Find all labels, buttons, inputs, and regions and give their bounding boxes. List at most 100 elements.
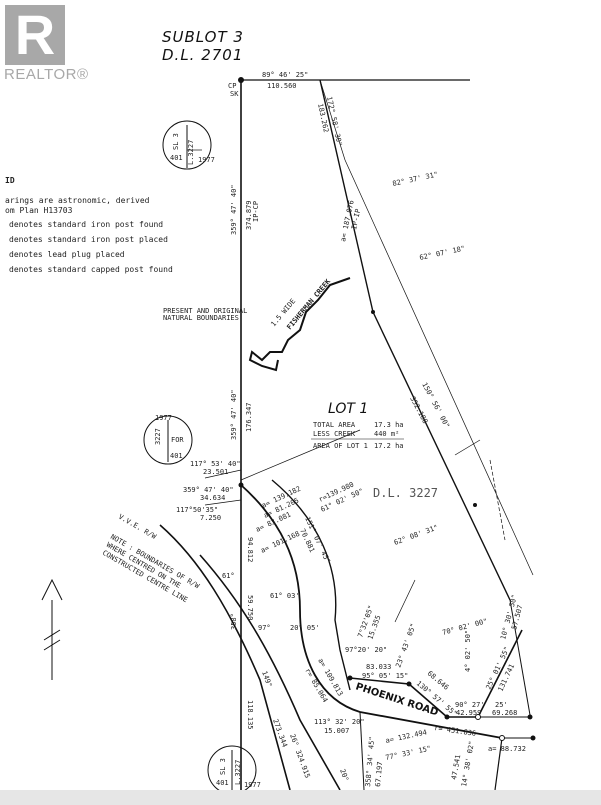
footer-bar xyxy=(0,790,601,805)
road-south-line xyxy=(199,554,341,791)
dim-label: 358° xyxy=(230,613,238,630)
seal-text: FOR xyxy=(171,436,184,444)
post-marker xyxy=(499,735,505,741)
dim-label: SK xyxy=(230,90,239,98)
dim-label: 113° 32' 20" xyxy=(314,718,365,726)
dim-label: IP-CP xyxy=(252,201,260,222)
dim-label: 20° 05' xyxy=(290,624,320,632)
hatch-3 xyxy=(489,459,506,541)
dim-label: 82° 37' 31" xyxy=(392,170,439,187)
road-segment-7 xyxy=(494,737,503,791)
seal-text: 1977 xyxy=(244,781,261,789)
survey-markers xyxy=(238,77,536,741)
seal-text: 1977 xyxy=(198,156,215,164)
dim-label: 97°20' 20" xyxy=(345,646,387,654)
road-segment-4 xyxy=(477,629,523,718)
dim-label: 374.879 xyxy=(245,200,253,230)
hatch-2 xyxy=(454,439,481,456)
dim-label: 69.268 xyxy=(492,709,517,717)
dim-label: 95° 05' 15" xyxy=(362,672,408,680)
road-rw-label: V.V.E. R/W xyxy=(117,513,158,541)
dim-label: 23° 43' 05" xyxy=(394,622,417,668)
dim-label: a= 132.494 xyxy=(385,728,428,745)
total-area-label: TOTAL AREA xyxy=(313,421,356,429)
dim-label: 352.188 xyxy=(408,395,429,425)
total-area-value: 17.3 ha xyxy=(374,421,404,429)
area-table: TOTAL AREA 17.3 ha LESS CREEK 440 m² ARE… xyxy=(311,421,404,450)
dim-label: 15.007 xyxy=(324,727,349,735)
road-segment-1 xyxy=(349,677,410,685)
dim-label: 67.197 xyxy=(374,761,384,787)
post-marker xyxy=(238,77,244,83)
road-segment-2 xyxy=(408,683,448,718)
dim-label: 59.750 xyxy=(246,595,254,620)
lot-area-label: AREA OF LOT 1 xyxy=(313,442,368,450)
dim-label: 117° 53' 40" xyxy=(190,460,241,468)
dim-label: 97° xyxy=(258,624,271,632)
legend-item: denotes standard iron post placed xyxy=(9,235,168,244)
dim-label: 90° 27' xyxy=(455,701,485,709)
dim-label: 118.135 xyxy=(246,700,254,730)
boundary-note: NATURAL BOUNDARIES xyxy=(163,314,239,322)
dim-label: 89° 46' 25" xyxy=(262,71,308,79)
tie-line-2 xyxy=(204,469,242,479)
legend-item: denotes standard iron post found xyxy=(9,220,163,229)
realtor-logo: R REALTOR® xyxy=(0,0,88,85)
post-marker xyxy=(406,681,412,687)
legend-heading: ID xyxy=(5,176,15,185)
dim-label: 359° 47' 40" xyxy=(183,486,234,494)
legend-line: arings are astronomic, derived xyxy=(5,196,150,205)
seal-text: 401 xyxy=(170,452,183,460)
creek-line xyxy=(248,277,351,372)
post-marker xyxy=(475,714,481,720)
dim-label: 77° 33' 15" xyxy=(385,744,432,761)
lot-title: LOT 1 xyxy=(328,401,368,417)
post-marker xyxy=(444,714,450,720)
post-marker xyxy=(238,482,244,488)
dim-label: 117°50'35" xyxy=(176,506,218,514)
east-boundary-line xyxy=(372,311,511,601)
district-lot-label: D.L. 3227 xyxy=(373,486,438,500)
road-north-line xyxy=(240,484,503,739)
dim-label: 94.812 xyxy=(246,537,254,562)
post-marker xyxy=(527,714,533,720)
dim-label: 61° 03' xyxy=(270,592,300,600)
road-segment-8 xyxy=(359,711,365,791)
dim-label: 23.501 xyxy=(203,468,228,476)
dim-label: 62° 07' 18" xyxy=(419,244,466,261)
hatch-1 xyxy=(394,579,416,623)
dim-label: 14° 38' 02" xyxy=(460,740,476,787)
dim-label: 359° 47' 40" xyxy=(230,389,238,440)
dim-label: 359° 47' 40" xyxy=(230,184,238,235)
seal-text: 401 xyxy=(216,779,229,787)
east-boundary-lower xyxy=(509,599,531,716)
lot-area-value: 17.2 ha xyxy=(374,442,404,450)
boundary-note: PRESENT AND ORIGINAL xyxy=(163,307,247,315)
plan-linework xyxy=(41,79,534,795)
dim-label: 83.033 xyxy=(366,663,391,671)
dim-label: 176.347 xyxy=(245,402,253,432)
dim-label: 34.634 xyxy=(200,494,225,502)
seal-text: 401 xyxy=(170,154,183,162)
seal-top xyxy=(162,120,212,170)
seal-text: SL 3 xyxy=(172,133,180,150)
tie-line-1 xyxy=(240,429,361,481)
legend-line: om Plan H13703 xyxy=(5,206,73,215)
dim-label: CP xyxy=(228,82,236,90)
seal-text: 3227 xyxy=(154,428,162,445)
legend-item: denotes standard capped post found xyxy=(9,265,173,274)
dim-label: 4° 02' 50" xyxy=(464,630,472,672)
north-arrow-icon xyxy=(41,578,63,651)
dim-label: a= 88.732 xyxy=(488,745,526,753)
dim-label: 62° 08' 31" xyxy=(393,524,439,547)
ne-boundary-line xyxy=(319,79,374,313)
realtor-logo-letter: R xyxy=(14,3,56,66)
seal-text: 1977 xyxy=(155,414,172,422)
post-marker xyxy=(371,310,375,314)
post-marker xyxy=(473,503,477,507)
legend-item: denotes lead plug placed xyxy=(9,250,125,259)
outer-diagonal-top xyxy=(319,79,346,161)
road-curve-line xyxy=(271,479,351,691)
outer-diagonal-line xyxy=(344,159,534,576)
